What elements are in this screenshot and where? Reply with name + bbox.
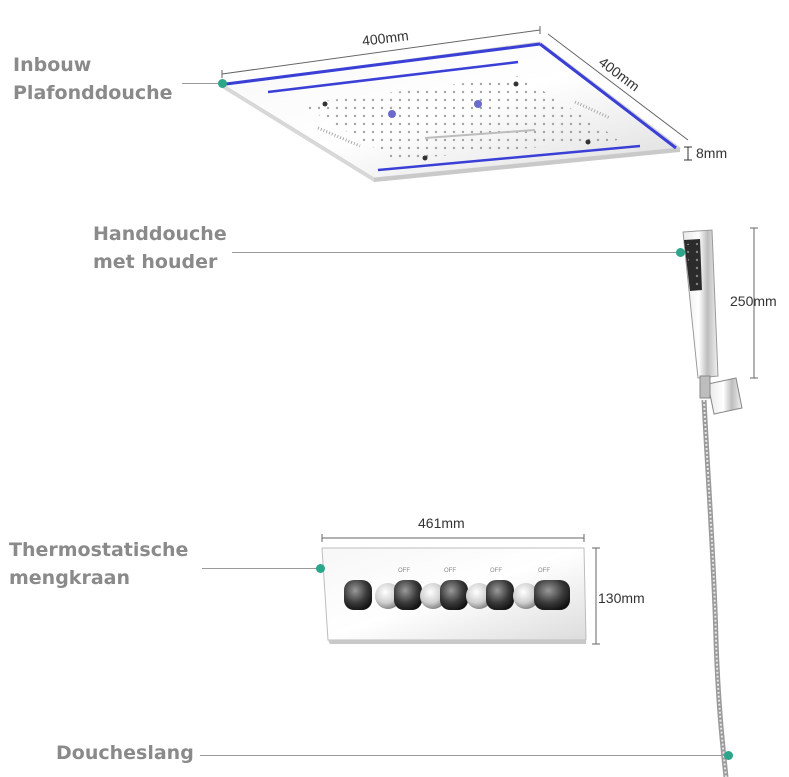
- leader-line: [202, 568, 318, 569]
- callout-dot: [724, 751, 733, 760]
- ceiling-shower-panel: [220, 41, 682, 182]
- leader-line: [232, 252, 680, 253]
- label-line: mengkraan: [9, 567, 130, 589]
- hose-label: Doucheslang: [56, 742, 194, 764]
- ceiling-width-dimension-line: [221, 29, 541, 75]
- hand-shower: [682, 229, 743, 415]
- valve-mark: OFF: [490, 568, 502, 574]
- callout-dot: [676, 248, 685, 257]
- label-line: Plafonddouche: [13, 82, 173, 104]
- valve-mark: OFF: [444, 568, 456, 574]
- thermostat-label: Thermostatische mengkraan: [9, 536, 188, 592]
- valve-mark: OFF: [538, 568, 550, 574]
- leader-line: [182, 83, 222, 84]
- label-line: Inbouw: [13, 54, 92, 76]
- ceiling-depth-dimension-line: [547, 33, 689, 141]
- leader-line: [200, 755, 726, 756]
- callout-dot: [218, 79, 227, 88]
- ceiling-shower-label: Inbouw Plafonddouche: [13, 51, 173, 107]
- ceiling-thickness-dimension: 8mm: [696, 145, 728, 161]
- label-line: met houder: [93, 251, 218, 273]
- label-line: Thermostatische: [9, 539, 189, 561]
- thermostatic-mixer: [321, 547, 587, 644]
- hand-shower-label: Handdouche met houder: [93, 220, 227, 276]
- label-line: Handdouche: [93, 223, 227, 245]
- thermostat-height-dimension: 130mm: [598, 590, 645, 606]
- thermostat-width-dimension: 461mm: [418, 515, 465, 531]
- callout-dot: [316, 564, 325, 573]
- hand-shower-length-dimension: 250mm: [730, 293, 777, 309]
- valve-mark: OFF: [398, 568, 410, 574]
